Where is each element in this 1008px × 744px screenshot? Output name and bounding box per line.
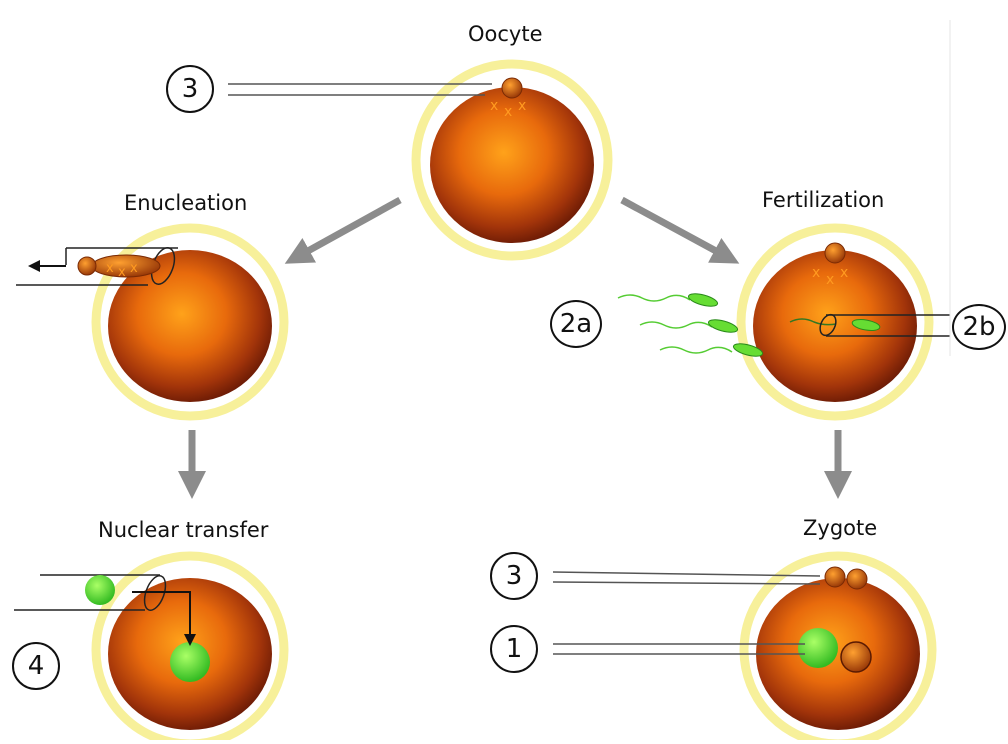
svg-text:x: x	[504, 104, 512, 120]
step-marker-3-zygote: 3	[490, 552, 538, 600]
svg-text:x: x	[826, 272, 834, 288]
step-marker-2a: 2a	[550, 300, 602, 348]
polar-body	[502, 78, 522, 98]
pronucleus-brown	[841, 642, 871, 672]
arrow-to-fertilization	[622, 200, 727, 257]
svg-text:x: x	[812, 265, 820, 281]
step-marker-4: 4	[12, 642, 60, 690]
svg-text:x: x	[490, 98, 498, 114]
donor-nucleus	[170, 642, 210, 682]
nuclear-transfer-cell	[96, 556, 284, 740]
svg-text:x: x	[518, 98, 526, 114]
label-nuclear-transfer: Nuclear transfer	[98, 518, 268, 542]
arrow-to-enucleation	[297, 200, 400, 257]
step-marker-2b: 2b	[952, 304, 1006, 350]
label-zygote: Zygote	[803, 516, 877, 540]
svg-text:x: x	[118, 265, 126, 280]
pronucleus-green	[798, 628, 838, 668]
label-oocyte: Oocyte	[468, 22, 543, 46]
svg-text:x: x	[130, 261, 138, 276]
step-marker-3-oocyte: 3	[166, 65, 214, 113]
polar-body	[825, 243, 845, 263]
step-marker-1: 1	[490, 625, 538, 673]
label-fertilization: Fertilization	[762, 188, 884, 212]
svg-text:x: x	[106, 261, 114, 276]
svg-text:x: x	[840, 265, 848, 281]
label-enucleation: Enucleation	[124, 191, 247, 215]
